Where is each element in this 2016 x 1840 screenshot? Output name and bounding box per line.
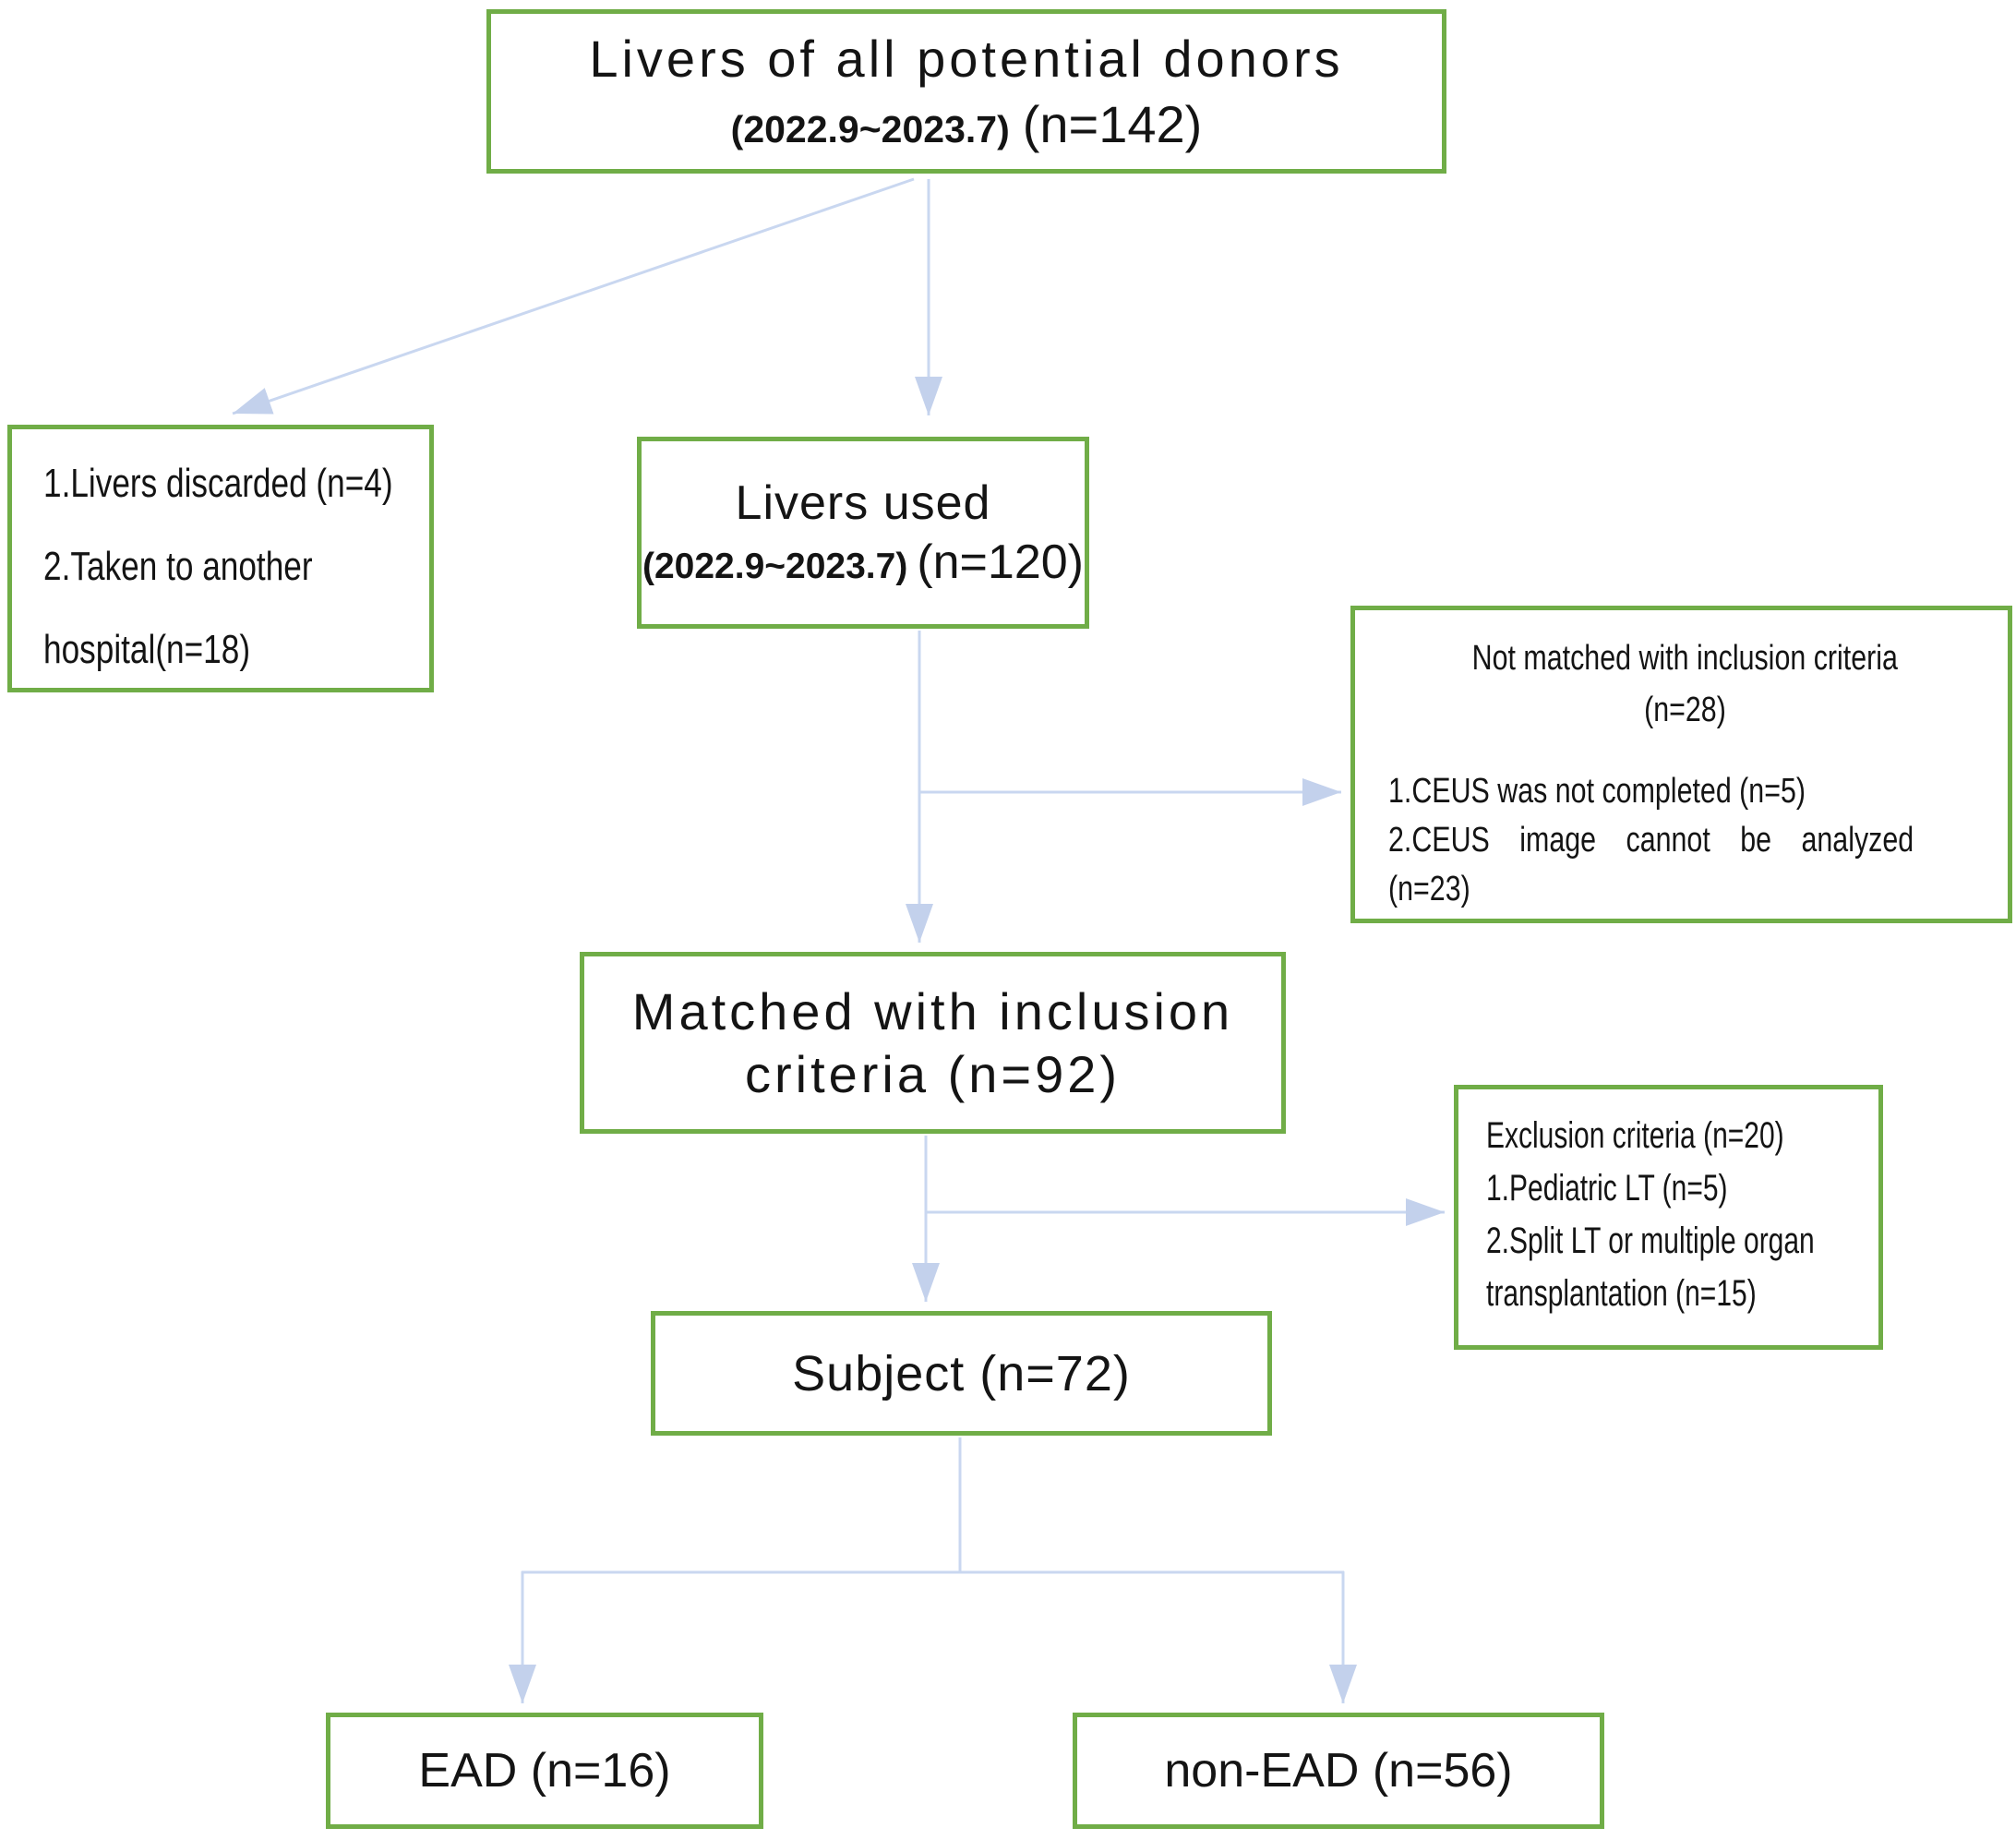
box-livers-discarded: 1.Livers discarded (n=4) 2.Taken to anot… [7, 425, 434, 692]
discarded-line2: 2.Taken to another [43, 544, 313, 589]
box-ead: EAD (n=16) [326, 1713, 763, 1829]
livers-used-period: (2022.9~2023.7) [642, 547, 908, 586]
matched-line2: criteria (n=92) [744, 1044, 1122, 1103]
discarded-line3: hospital(n=18) [43, 627, 251, 672]
box-livers-used: Livers used (2022.9~2023.7)(n=120) [637, 437, 1089, 629]
potential-donors-period: (2022.9~2023.7) [730, 108, 1010, 150]
non-ead-label: non-EAD (n=56) [1164, 1744, 1513, 1798]
box-not-matched: Not matched with inclusion criteria (n=2… [1350, 606, 2012, 923]
connector-top-to-discarded [232, 177, 915, 415]
potential-donors-title: Livers of all potential donors [589, 30, 1344, 88]
discarded-line1: 1.Livers discarded (n=4) [43, 461, 393, 506]
not-matched-item1: 1.CEUS was not completed (n=5) [1388, 772, 1806, 811]
not-matched-heading-count: (n=28) [1644, 691, 1726, 729]
ead-label: EAD (n=16) [418, 1744, 671, 1798]
subject-label: Subject (n=72) [792, 1345, 1131, 1401]
not-matched-item2: 2.CEUS image cannot be analyzed [1388, 821, 1914, 860]
potential-donors-subline: (2022.9~2023.7) (n=142) [731, 94, 1203, 154]
matched-line1: Matched with inclusion [631, 981, 1234, 1040]
box-subject: Subject (n=72) [651, 1311, 1272, 1436]
exclusion-item2: 2.Split LT or multiple organ [1486, 1221, 1815, 1261]
livers-used-count: (n=120) [917, 535, 1084, 589]
livers-used-title: Livers used [735, 476, 991, 530]
box-potential-donors: Livers of all potential donors (2022.9~2… [486, 9, 1446, 174]
box-matched: Matched with inclusion criteria (n=92) [580, 952, 1286, 1134]
exclusion-item1: 1.Pediatric LT (n=5) [1486, 1168, 1728, 1209]
exclusion-item2-cont: transplantation (n=15) [1486, 1273, 1757, 1314]
not-matched-item2-count: (n=23) [1388, 870, 1470, 908]
exclusion-heading: Exclusion criteria (n=20) [1486, 1115, 1784, 1156]
not-matched-heading: Not matched with inclusion criteria [1471, 639, 1899, 678]
livers-used-subline: (2022.9~2023.7)(n=120) [642, 535, 1084, 590]
potential-donors-count: (n=142) [1022, 95, 1203, 153]
box-non-ead: non-EAD (n=56) [1073, 1713, 1604, 1829]
box-exclusion: Exclusion criteria (n=20) 1.Pediatric LT… [1454, 1085, 1883, 1350]
